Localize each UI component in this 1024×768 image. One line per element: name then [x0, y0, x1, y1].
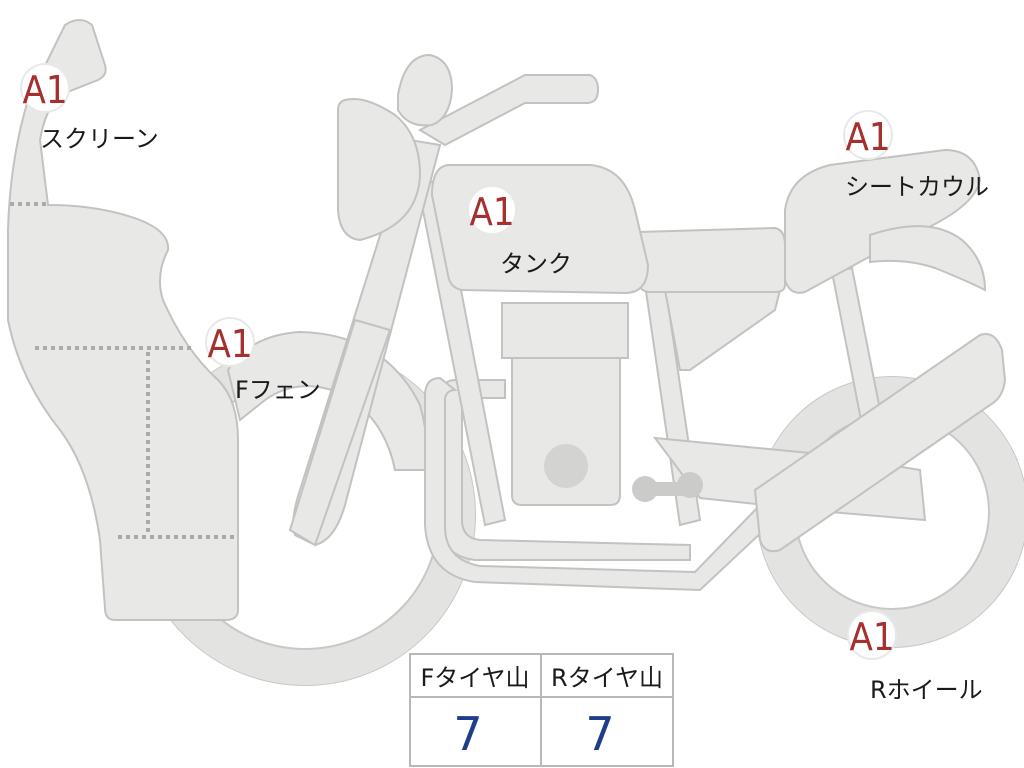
tail-bar	[753, 333, 1007, 553]
engine	[501, 302, 629, 506]
seat-cowl-label: シートカウル	[845, 173, 989, 201]
rear-wheel-marker: A1 Rホイール	[847, 610, 983, 704]
screen-label: スクリーン	[40, 125, 159, 153]
screen-grade: A1	[22, 68, 67, 112]
seat-cowl-marker: A1 シートカウル	[843, 110, 989, 201]
tank-label: タンク	[500, 250, 572, 278]
rear-tread-header: Rタイヤ山	[551, 664, 663, 692]
tank-grade: A1	[469, 190, 514, 234]
rear-wheel-grade: A1	[849, 615, 894, 659]
seat-cowl	[784, 148, 982, 294]
front-tread-header: Fタイヤ山	[420, 664, 529, 692]
front-tread-value: 7	[453, 707, 482, 761]
tail-fender	[869, 225, 987, 292]
headlight	[337, 98, 422, 242]
handlebar	[417, 74, 600, 147]
fork-lower	[288, 318, 392, 547]
mirror	[397, 53, 454, 127]
screen-marker: A1 スクリーン	[20, 63, 159, 153]
panel-divider-lines	[10, 202, 235, 539]
tank-marker: A1 タンク	[467, 185, 572, 278]
rear-tread-value: 7	[585, 707, 614, 761]
seat	[637, 226, 786, 293]
footpeg	[632, 472, 703, 502]
tread-table: Fタイヤ山 Rタイヤ山 7 7	[409, 653, 674, 767]
rear-wheel-label: Rホイール	[870, 676, 983, 704]
seat-cowl-grade: A1	[845, 115, 890, 159]
front-fender-marker: A1 Fフェン	[205, 317, 321, 404]
front-fender-label: Fフェン	[235, 376, 321, 404]
front-fender-grade: A1	[207, 322, 252, 366]
side-cover	[663, 289, 782, 371]
